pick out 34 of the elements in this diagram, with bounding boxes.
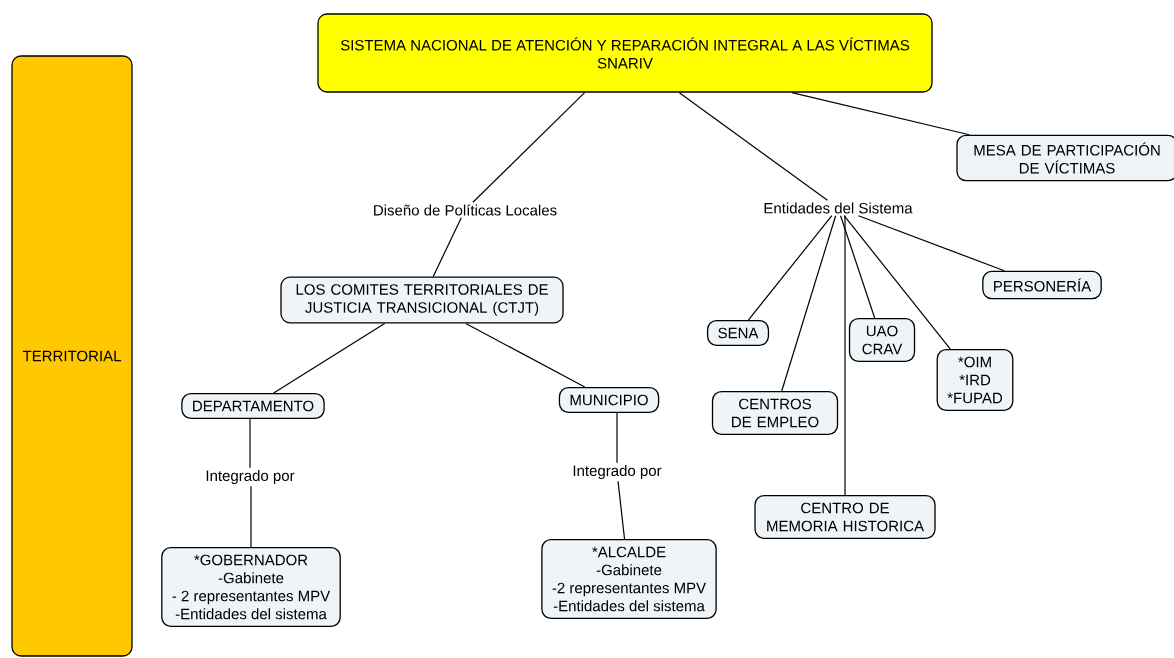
concept-box: CENTROS DE EMPLEO — [711, 391, 839, 435]
concept-box: LOS COMITES TERRITORIALES DE JUSTICIA TRANSICIONAL (CTJT) — [280, 276, 564, 324]
connector-line — [472, 92, 586, 203]
connector-line — [840, 215, 876, 319]
side-band: TERRITORIAL — [11, 55, 133, 657]
connector-line — [791, 92, 970, 136]
concept-box: CENTRO DE MEMORIA HISTORICA — [754, 495, 936, 539]
concept-box: PERSONERÍA — [982, 270, 1102, 300]
connector-line — [781, 215, 837, 392]
connector-line — [678, 92, 829, 201]
concept-box: MUNICIPIO — [558, 387, 660, 413]
linking-text: Integrado por — [570, 463, 664, 481]
concept-box: MESA DE PARTICIPACIÓN DE VÍCTIMAS — [956, 134, 1174, 182]
linking-text: Integrado por — [203, 468, 297, 486]
connector-line — [617, 480, 626, 540]
connector-line — [843, 215, 951, 350]
connector-line — [250, 485, 252, 548]
connector-line — [249, 418, 251, 469]
connector-line — [857, 215, 1005, 272]
connector-line — [616, 412, 618, 464]
connector-line — [465, 322, 586, 388]
connector-line — [747, 215, 833, 321]
concept-box: *ALCALDE -Gabinete -2 representantes MPV -Entidades del sistema — [541, 539, 717, 619]
title-box: SISTEMA NACIONAL DE ATENCIÓN Y REPARACIÓN INTEGRAL A LAS VÍCTIMAS SNARIV — [317, 13, 933, 93]
connector-line — [273, 322, 386, 394]
concept-box: DEPARTAMENTO — [181, 393, 325, 419]
connector-line — [844, 215, 846, 496]
concept-box: UAO CRAV — [848, 318, 916, 362]
concept-box: SENA — [706, 320, 770, 346]
linking-text: Entidades del Sistema — [761, 200, 915, 216]
concept-box: *OIM *IRD *FUPAD — [936, 349, 1014, 411]
concept-box: *GOBERNADOR -Gabinete - 2 representantes MPV -Entidades del sistema — [161, 547, 341, 627]
linking-text: Diseño de Políticas Locales — [370, 202, 560, 218]
connector-line — [432, 217, 462, 278]
